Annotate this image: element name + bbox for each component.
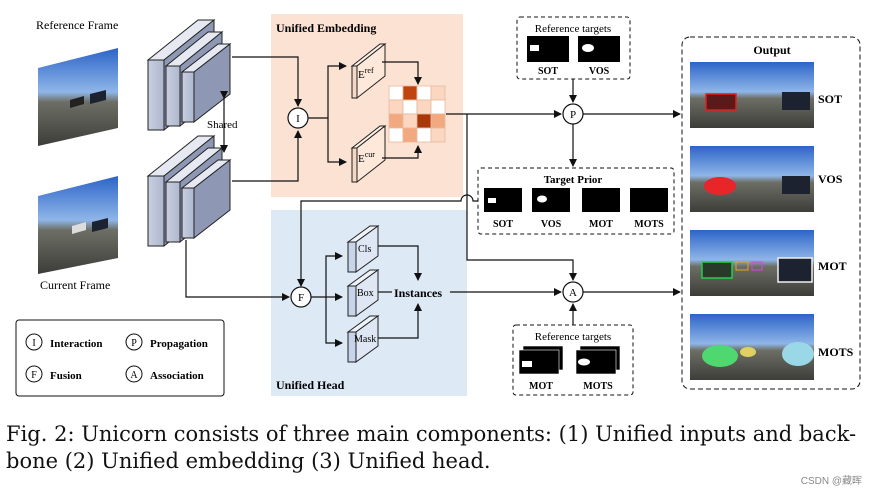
- output-label-sot: SOT: [818, 92, 842, 106]
- legend-item-association: A Association: [125, 365, 204, 383]
- edge-cur-to-F: [185, 240, 290, 301]
- edge-Ecur-to-heat: [382, 145, 422, 159]
- propagation-node-label: P: [570, 109, 576, 121]
- ref-mask-vos-top: [578, 36, 620, 62]
- svg-text:P: P: [131, 338, 137, 349]
- reference-frame-label: Reference Frame: [36, 18, 118, 32]
- shared-label: Shared: [207, 119, 238, 131]
- reference-frame-image: [38, 48, 118, 146]
- edge-mask-to-instances: [378, 303, 422, 339]
- ref-targets-bottom-label-0: MOT: [529, 381, 553, 392]
- mask-head-label: Mask: [354, 334, 376, 345]
- output-label-mot: MOT: [818, 259, 847, 273]
- caption-line-1: Fig. 2: Unicorn consists of three main c…: [6, 422, 857, 446]
- svg-text:I: I: [32, 338, 35, 349]
- cls-head-label: Cls: [358, 244, 371, 255]
- target-prior-label-3: MOTS: [634, 219, 664, 230]
- edge-F-to-cls: [311, 252, 343, 298]
- legend-box: [15, 319, 225, 397]
- output-image-vos: [690, 146, 814, 212]
- box-head-block: [346, 269, 380, 317]
- legend-item-interaction: I Interaction: [25, 333, 103, 351]
- edge-cur-to-I: [232, 130, 302, 182]
- ref-mask-mots-bottom: [575, 345, 621, 375]
- svg-text:A: A: [130, 370, 138, 381]
- watermark: CSDN @藏晖: [800, 476, 862, 487]
- edge-prior-to-F: [297, 194, 478, 287]
- cls-head-block: [346, 225, 380, 273]
- e-ref-block: [350, 42, 387, 100]
- ref-targets-top-title: Reference targets: [535, 23, 611, 35]
- mask-head-block: [346, 315, 380, 363]
- output-label-mots: MOTS: [818, 345, 854, 359]
- edge-Eref-to-heat: [382, 61, 422, 85]
- interaction-node-label: I: [296, 113, 300, 125]
- current-frame-label: Current Frame: [40, 278, 110, 292]
- prior-mask-sot: [484, 188, 522, 212]
- caption-line-2: bone (2) Unified embedding (3) Unified h…: [6, 449, 491, 473]
- output-label-vos: VOS: [818, 172, 843, 186]
- svg-text:Propagation: Propagation: [150, 338, 208, 350]
- target-prior-title: Target Prior: [544, 174, 603, 186]
- ref-targets-top-label-0: SOT: [538, 66, 558, 77]
- e-cur-label: Ecur: [358, 150, 375, 165]
- svg-text:Association: Association: [150, 370, 204, 382]
- box-head-label: Box: [357, 288, 374, 299]
- figure-caption: Fig. 2: Unicorn consists of three main c…: [6, 421, 870, 475]
- association-node-label: A: [569, 287, 577, 299]
- prior-mask-mot: [582, 188, 620, 212]
- current-frame-image: [38, 176, 118, 274]
- edge-F-to-mask: [325, 297, 343, 347]
- edge-I-to-Ecur: [327, 118, 347, 166]
- ref-targets-bottom-label-1: MOTS: [583, 381, 613, 392]
- ref-targets-bottom-title: Reference targets: [535, 331, 611, 343]
- output-title: Output: [753, 43, 790, 57]
- edge-embed-to-A: [466, 114, 577, 281]
- edge-ref-to-I: [232, 56, 302, 107]
- embedding-title: Unified Embedding: [276, 21, 376, 35]
- backbone-reference: [146, 18, 232, 132]
- output-image-mots: [690, 314, 814, 380]
- legend-item-propagation: P Propagation: [125, 333, 208, 351]
- backbone-current: [146, 134, 232, 248]
- edge-cls-to-instances: [378, 245, 422, 281]
- output-image-sot: [690, 62, 814, 128]
- prior-mask-vos: [532, 188, 570, 212]
- legend-item-fusion: F Fusion: [25, 365, 82, 383]
- similarity-heatmap: [388, 85, 446, 143]
- head-title: Unified Head: [276, 378, 345, 392]
- svg-text:Fusion: Fusion: [50, 370, 82, 382]
- ref-targets-top-label-1: VOS: [589, 66, 610, 77]
- target-prior-label-0: SOT: [493, 219, 513, 230]
- prior-mask-mots: [630, 188, 668, 212]
- ref-mask-sot-top: [527, 36, 569, 62]
- output-image-mot: [690, 230, 814, 296]
- svg-text:F: F: [31, 370, 37, 381]
- e-cur-block: [350, 124, 387, 184]
- svg-text:Interaction: Interaction: [50, 338, 103, 350]
- target-prior-label-1: VOS: [541, 219, 562, 230]
- ref-mask-mot-bottom: [518, 345, 564, 375]
- target-prior-label-2: MOT: [589, 219, 613, 230]
- e-ref-label: Eref: [358, 66, 374, 81]
- edge-I-to-Eref: [308, 62, 347, 119]
- instances-label: Instances: [394, 286, 442, 300]
- fusion-node-label: F: [298, 292, 304, 304]
